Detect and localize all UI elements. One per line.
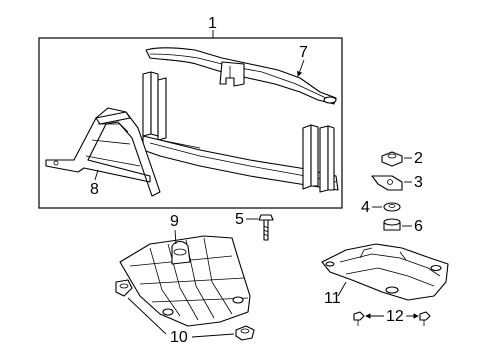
- callout-1-label: 1: [208, 15, 217, 32]
- part-6-grommet[interactable]: [383, 218, 401, 231]
- callout-3-label: 3: [414, 174, 423, 191]
- callout-5-label: 5: [235, 211, 244, 228]
- callout-5[interactable]: 5: [235, 211, 258, 228]
- callout-9-leader: [174, 229, 177, 245]
- callout-11-leader: [337, 281, 347, 297]
- callout-4-label: 4: [361, 199, 370, 216]
- callout-9-label: 9: [170, 213, 179, 230]
- callout-12[interactable]: 12: [365, 308, 419, 325]
- callout-3[interactable]: 3: [404, 174, 423, 191]
- part-12-screw-right[interactable]: [419, 311, 431, 326]
- callout-10-label: 10: [170, 329, 188, 346]
- callout-10-leader-left: [127, 297, 167, 335]
- callout-11-label: 11: [324, 290, 341, 307]
- callout-2[interactable]: 2: [404, 150, 423, 167]
- callout-12-label: 12: [386, 308, 404, 325]
- callout-4[interactable]: 4: [361, 199, 382, 216]
- part-5-bolt[interactable]: [258, 214, 274, 241]
- callout-7[interactable]: 7: [297, 44, 308, 77]
- part-2-nut[interactable]: [381, 151, 403, 167]
- callout-10[interactable]: 10: [127, 297, 235, 346]
- callout-2-label: 2: [414, 150, 423, 167]
- callout-8[interactable]: 8: [90, 169, 99, 198]
- callout-1[interactable]: 1: [208, 15, 217, 38]
- callout-7-label: 7: [299, 44, 308, 61]
- assembly-frame-box: [38, 37, 343, 209]
- part-4-washer[interactable]: [383, 202, 401, 212]
- part-9-lower-shield[interactable]: [119, 235, 251, 327]
- part-10-bolt-left[interactable]: [115, 279, 133, 297]
- part-3-clip[interactable]: [371, 175, 403, 191]
- callout-8-label: 8: [90, 181, 99, 198]
- callout-6[interactable]: 6: [402, 218, 423, 235]
- part-12-screw-left[interactable]: [353, 311, 365, 326]
- callout-9[interactable]: 9: [170, 213, 179, 245]
- callout-6-label: 6: [414, 218, 423, 235]
- callout-8-leader: [94, 169, 99, 181]
- part-8-side-bracket[interactable]: [45, 107, 161, 197]
- part-10-bolt-right[interactable]: [235, 325, 255, 341]
- part-11-skid-plate[interactable]: [321, 243, 449, 301]
- callout-11[interactable]: 11: [324, 281, 347, 307]
- callout-10-leader-right: [191, 333, 235, 338]
- part-7-upper-bar[interactable]: [145, 47, 337, 105]
- part-1-support-frame[interactable]: [142, 71, 339, 193]
- callout-7-leader: [297, 59, 305, 77]
